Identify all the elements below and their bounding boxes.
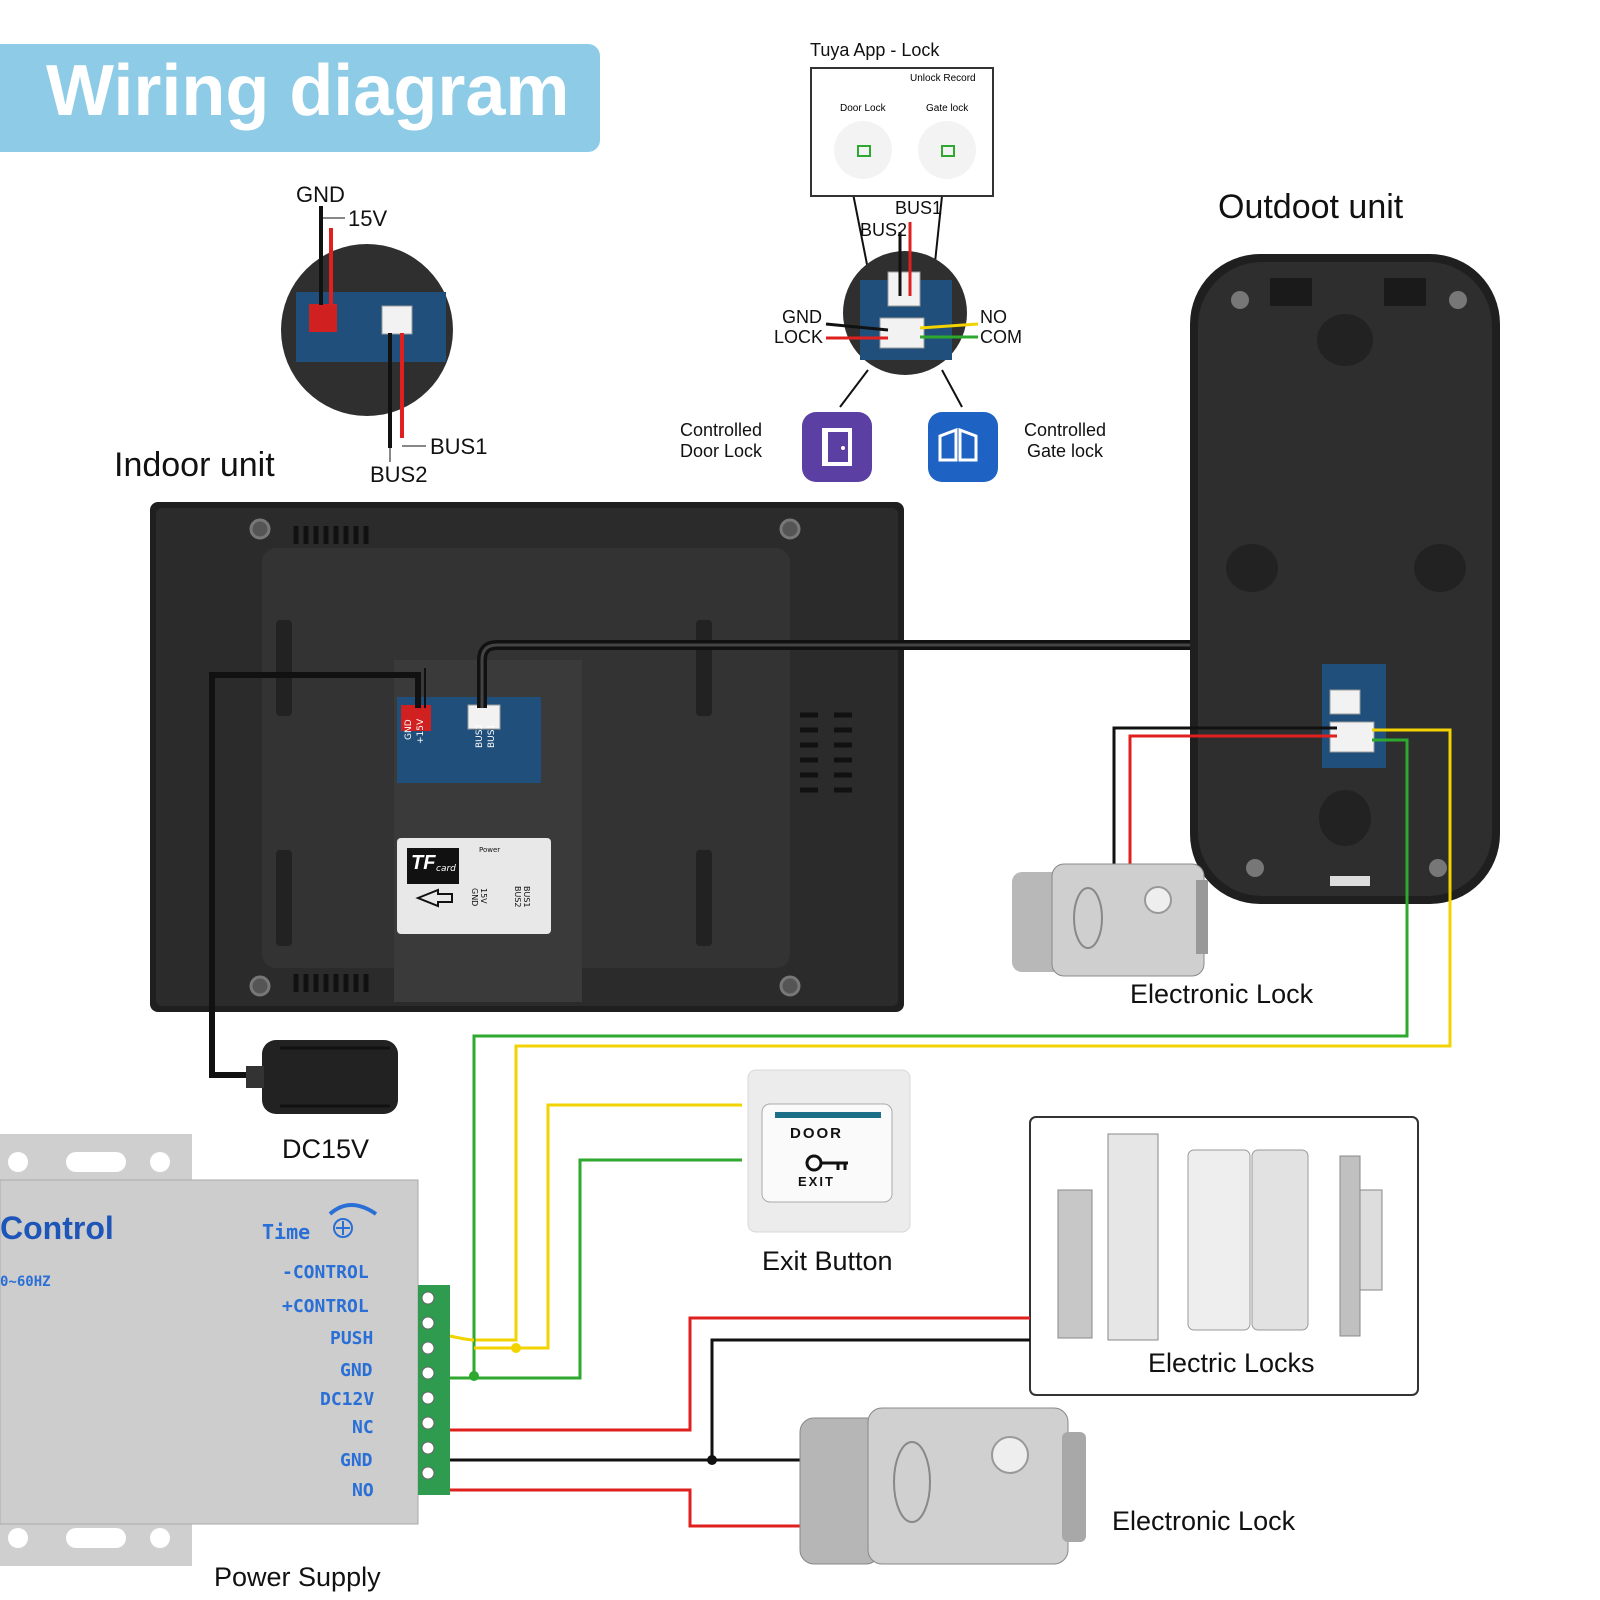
board-gnd-label: GND (404, 719, 414, 740)
electronic-lock-top-label: Electronic Lock (1130, 979, 1314, 1009)
tf-card-label: TF (411, 852, 436, 874)
indoor-connector-detail (281, 206, 453, 462)
exit-button-label: Exit Button (762, 1246, 893, 1276)
controlled-door-lock-label: Controlled Door Lock (680, 420, 763, 461)
port-15v-label: 15V (479, 888, 488, 904)
door-lock-icon (802, 412, 872, 482)
psu-terminal-no: NO (352, 1480, 374, 1501)
bottom-lock-wire-red (450, 1488, 800, 1528)
indoor-unit-label: Indoor unit (114, 446, 275, 484)
exit-wire-green (474, 1158, 742, 1380)
tuya-heading: Tuya App - Lock (810, 40, 940, 60)
power-port-label: Power (479, 846, 501, 854)
psu-terminal-control-neg: -CONTROL (282, 1262, 369, 1283)
dc15v-adapter (246, 1040, 398, 1114)
electronic-lock-bottom (799, 1407, 1086, 1565)
port-bus1-label: BUS1 (522, 886, 531, 908)
gate-unlock-button[interactable] (918, 121, 976, 179)
exit-button-exit-text: EXIT (798, 1174, 835, 1189)
relay-no-label: NO (980, 307, 1007, 327)
door-lock-label: Door Lock (840, 103, 886, 114)
psu-time-label: Time (262, 1220, 311, 1244)
page-title: Wiring diagram (46, 51, 570, 131)
yellow-junction (511, 1343, 521, 1353)
port-bus2-label: BUS2 (513, 886, 522, 908)
relay-lock-label: LOCK (774, 327, 824, 347)
indoor-bus2-label: BUS2 (370, 462, 428, 487)
electronic-lock-top (1012, 863, 1208, 977)
lock-wire-red-top (1128, 734, 1337, 870)
black-junction (707, 1455, 717, 1465)
relay-bus2-label: BUS2 (860, 220, 908, 240)
power-supply-label: Power Supply (214, 1562, 381, 1592)
dc15v-label: DC15V (282, 1134, 370, 1164)
psu-terminal-dc12v: DC12V (320, 1389, 375, 1410)
controlled-gate-lock-label: Controlled Gate lock (1024, 420, 1107, 461)
relay-com-label: COM (980, 327, 1022, 347)
gate-lock-icon (928, 412, 998, 482)
exit-button-door-text: DOOR (790, 1125, 843, 1142)
exit-wire-yellow (474, 1103, 742, 1350)
indoor-gnd-label: GND (296, 182, 345, 207)
wire-green-long (472, 738, 1409, 1376)
board-bus1-label: BUS1 (487, 723, 497, 748)
port-gnd-label: GND (470, 888, 479, 907)
psu-terminal-gnd-2: GND (340, 1450, 373, 1471)
relay-connector-detail (825, 222, 979, 375)
indoor-unit (150, 502, 904, 1012)
indoor-power-cable (209, 672, 421, 1078)
indoor-15v-label: 15V (348, 206, 388, 231)
psu-frequency: 0~60HZ (0, 1274, 51, 1290)
door-unlock-button[interactable] (834, 121, 892, 179)
psu-terminal-push: PUSH (330, 1328, 374, 1349)
relay-line-door (839, 369, 869, 408)
electric-locks-box (1029, 1116, 1419, 1396)
unlock-record-link[interactable]: Unlock Record (910, 73, 976, 84)
board-bus2-label: BUS2 (475, 723, 485, 748)
psu-terminal-nc: NC (352, 1417, 374, 1438)
tf-card-sub-label: card (436, 864, 456, 874)
outdoor-unit-label: Outdoot unit (1218, 188, 1404, 226)
relay-gnd-label: GND (782, 307, 822, 327)
locks-wire-black (450, 1338, 1030, 1462)
psu-brand: Control (0, 1210, 114, 1246)
relay-line-gate (941, 369, 963, 408)
exit-button (747, 1069, 911, 1233)
unlock-icon (941, 145, 955, 157)
indoor-bus1-label: BUS1 (430, 434, 488, 459)
psu-terminal-gnd-1: GND (340, 1360, 373, 1381)
power-supply (0, 1134, 475, 1566)
psu-terminal-control-pos: +CONTROL (282, 1296, 369, 1317)
lock-wire-black-top (1112, 726, 1337, 870)
electronic-lock-bottom-label: Electronic Lock (1112, 1506, 1296, 1536)
board-15v-label: +15V (416, 718, 426, 744)
tuya-app-panel: Unlock Record Door Lock Gate lock (810, 67, 994, 197)
electric-locks-label: Electric Locks (1148, 1348, 1315, 1378)
relay-bus1-label: BUS1 (895, 198, 943, 218)
gate-lock-label: Gate lock (926, 103, 969, 114)
wire-yellow-long (474, 728, 1452, 1342)
title-banner (0, 44, 600, 152)
unlock-icon (857, 145, 871, 157)
locks-wire-red (450, 1316, 1030, 1432)
outdoor-unit (1190, 254, 1500, 904)
